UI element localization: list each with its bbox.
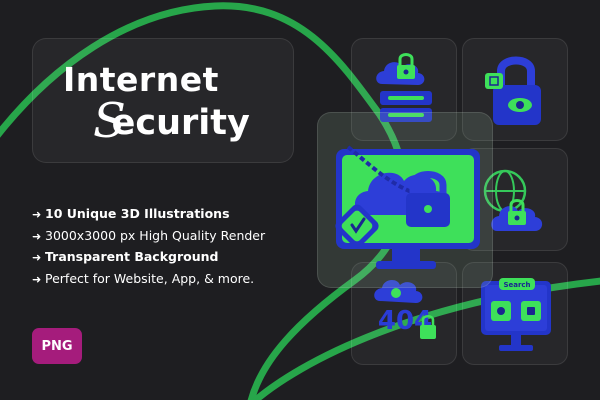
search-monitor-icon: Search xyxy=(481,278,551,351)
arrow-icon: ➜ xyxy=(32,251,42,264)
feature-item: ➜10 Unique 3D Illustrations xyxy=(32,204,265,226)
error-404-icon: 404 xyxy=(374,279,436,339)
monitor-cloud-lock-icon xyxy=(335,145,480,269)
illustration-card-featured-monitor xyxy=(317,112,493,288)
feature-list: ➜10 Unique 3D Illustrations ➜3000x3000 p… xyxy=(32,204,265,290)
feature-item: ➜Transparent Background xyxy=(32,247,265,269)
arrow-icon: ➜ xyxy=(32,272,42,286)
title-script-initial: S xyxy=(93,93,126,149)
illustration-card-cloud-server xyxy=(351,38,457,141)
title-line-internet: Internet xyxy=(63,60,219,99)
feature-item: ➜Perfect for Website, App, & more. xyxy=(32,269,265,291)
title-security-rest: ecurity xyxy=(111,103,250,143)
illustration-card-search-monitor: Search xyxy=(462,262,568,365)
feature-item: ➜3000x3000 px High Quality Render xyxy=(32,226,265,248)
padlock-eye-icon xyxy=(485,56,541,125)
cloud-server-lock-icon xyxy=(376,53,432,122)
globe-cloud-lock-icon xyxy=(483,169,543,231)
png-badge: PNG xyxy=(32,328,82,364)
search-label-text: Search xyxy=(503,281,530,289)
arrow-icon: ➜ xyxy=(32,229,42,243)
arrow-icon: ➜ xyxy=(32,208,42,221)
illustration-card-404: 404 xyxy=(351,262,457,365)
